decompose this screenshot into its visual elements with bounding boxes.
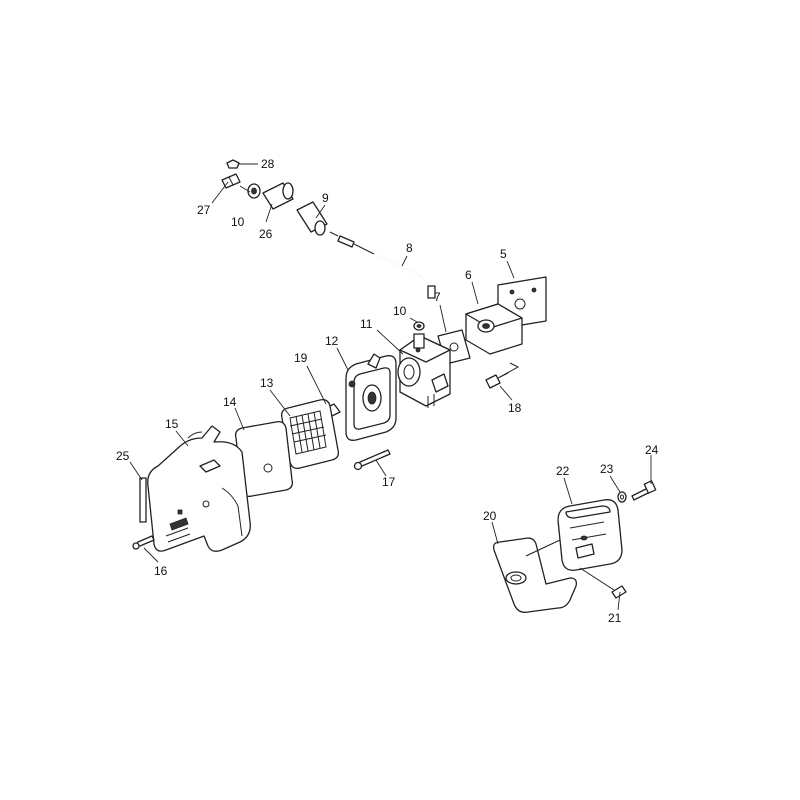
part-18-screw [485,372,509,389]
part-25-label [139,477,147,523]
part-22-muffler [557,499,623,571]
callout-26: 26 [259,227,273,241]
part-10-inlet-grommet [413,321,425,331]
callout-20: 20 [483,509,497,523]
part-9-filter [296,201,328,236]
callout-15: 15 [165,417,179,431]
callout-22: 22 [556,464,570,478]
callout-14: 14 [223,395,237,409]
callout-16: 16 [154,564,168,578]
part-23-washer [617,491,627,503]
callout-18: 18 [508,401,522,415]
part-28-clip [226,159,240,169]
callout-7: 7 [434,290,441,304]
part-12-air-cleaner-base [345,353,397,441]
part-20-muffler-gasket-plate [492,537,578,613]
part-26-filter [262,182,294,210]
part-10-top-grommet [247,183,261,199]
callout-leaders [129,163,652,611]
part-17-screw [353,449,391,471]
callout-11: 11 [360,317,373,331]
callout-25: 25 [116,449,130,463]
callout-24: 24 [645,443,659,457]
callout-10-carburetor: 10 [393,304,407,318]
part-6-insulator [465,303,523,355]
callout-8: 8 [406,241,413,255]
callout-19: 19 [294,351,308,365]
part-11-carburetor [397,333,451,408]
callout-6: 6 [465,268,472,282]
callout-5: 5 [500,247,507,261]
callout-28: 28 [261,157,275,171]
gasket-leader [525,539,561,557]
callout-9: 9 [322,191,329,205]
callout-12: 12 [325,334,339,348]
part-8-fuel-pipe [329,231,436,330]
part-15-air-cleaner-cover [147,425,251,552]
callout-23: 23 [600,462,614,476]
callout-10-top: 10 [231,215,245,229]
part-16-screw [132,535,155,550]
screw-leader [499,362,520,378]
callout-17: 17 [382,475,396,489]
callout-21: 21 [608,611,622,625]
part-21-screw [579,567,627,599]
part-13-screen [280,398,340,470]
part-24-bolt [631,480,657,501]
callout-13: 13 [260,376,274,390]
callout-27: 27 [197,203,211,217]
